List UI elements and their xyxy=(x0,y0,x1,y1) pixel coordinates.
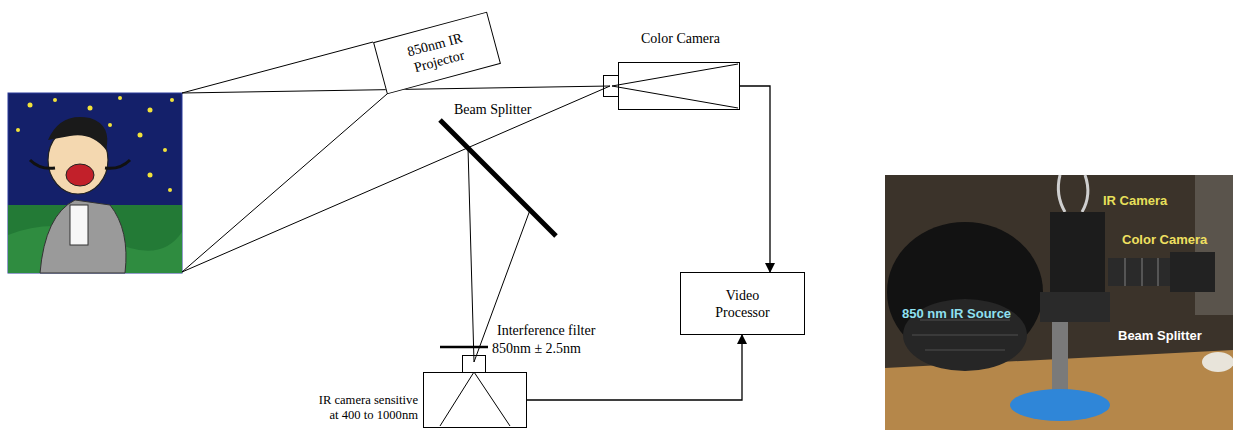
ir-projector-box: 850nm IR Projector xyxy=(373,12,501,95)
signal-connector xyxy=(740,86,770,272)
singer-hair xyxy=(48,117,107,150)
photo-ir-camera xyxy=(1050,212,1105,292)
camera-lens xyxy=(603,75,619,97)
ir-source-leds xyxy=(903,299,1027,371)
sky xyxy=(8,93,182,273)
ir-source-grid xyxy=(912,320,1018,350)
singer-body xyxy=(40,200,126,273)
box-text: 850nm IR Projector xyxy=(396,27,478,80)
camera-caption: IR camera sensitive at 400 to 1000nm xyxy=(312,393,418,423)
box-text: Video Processor xyxy=(706,287,780,321)
video-processor-box: Video Processor xyxy=(680,272,805,335)
setup-photo xyxy=(885,175,1233,430)
photo-paper xyxy=(1202,352,1233,372)
photo-label: IR Camera xyxy=(1103,193,1167,209)
light-rays xyxy=(182,42,738,426)
beam-splitter xyxy=(440,120,556,236)
color-camera: Color Camera xyxy=(603,30,743,110)
singer-shirt xyxy=(70,205,88,245)
part-label: Beam Splitter xyxy=(452,101,533,118)
part-label: Interference filter xyxy=(497,322,595,339)
spec-label: 850nm ± 2.5nm xyxy=(492,340,581,357)
camera-heading: Color Camera xyxy=(618,30,743,47)
camera-lens xyxy=(462,355,486,373)
camera-body xyxy=(423,372,527,428)
photo-label: Beam Splitter xyxy=(1118,328,1202,344)
photo-label: Color Camera xyxy=(1122,232,1207,248)
photo-ground xyxy=(885,175,1233,430)
lens-rings xyxy=(1125,258,1158,286)
photo-lens xyxy=(1108,258,1170,286)
photo-base xyxy=(1010,389,1110,421)
photo-label: 850 nm IR Source xyxy=(902,306,1011,322)
cartoon-picture xyxy=(8,93,182,273)
camera-body xyxy=(618,62,740,110)
photo-beam-splitter xyxy=(1040,292,1110,322)
ir-camera: IR camera sensitive at 400 to 1000nm xyxy=(312,355,527,428)
camera-cables xyxy=(1058,175,1088,212)
photo-color-camera xyxy=(1170,252,1215,292)
interference-filter xyxy=(440,346,488,349)
singer-mouth xyxy=(66,164,94,186)
singer-moustache xyxy=(30,160,130,168)
